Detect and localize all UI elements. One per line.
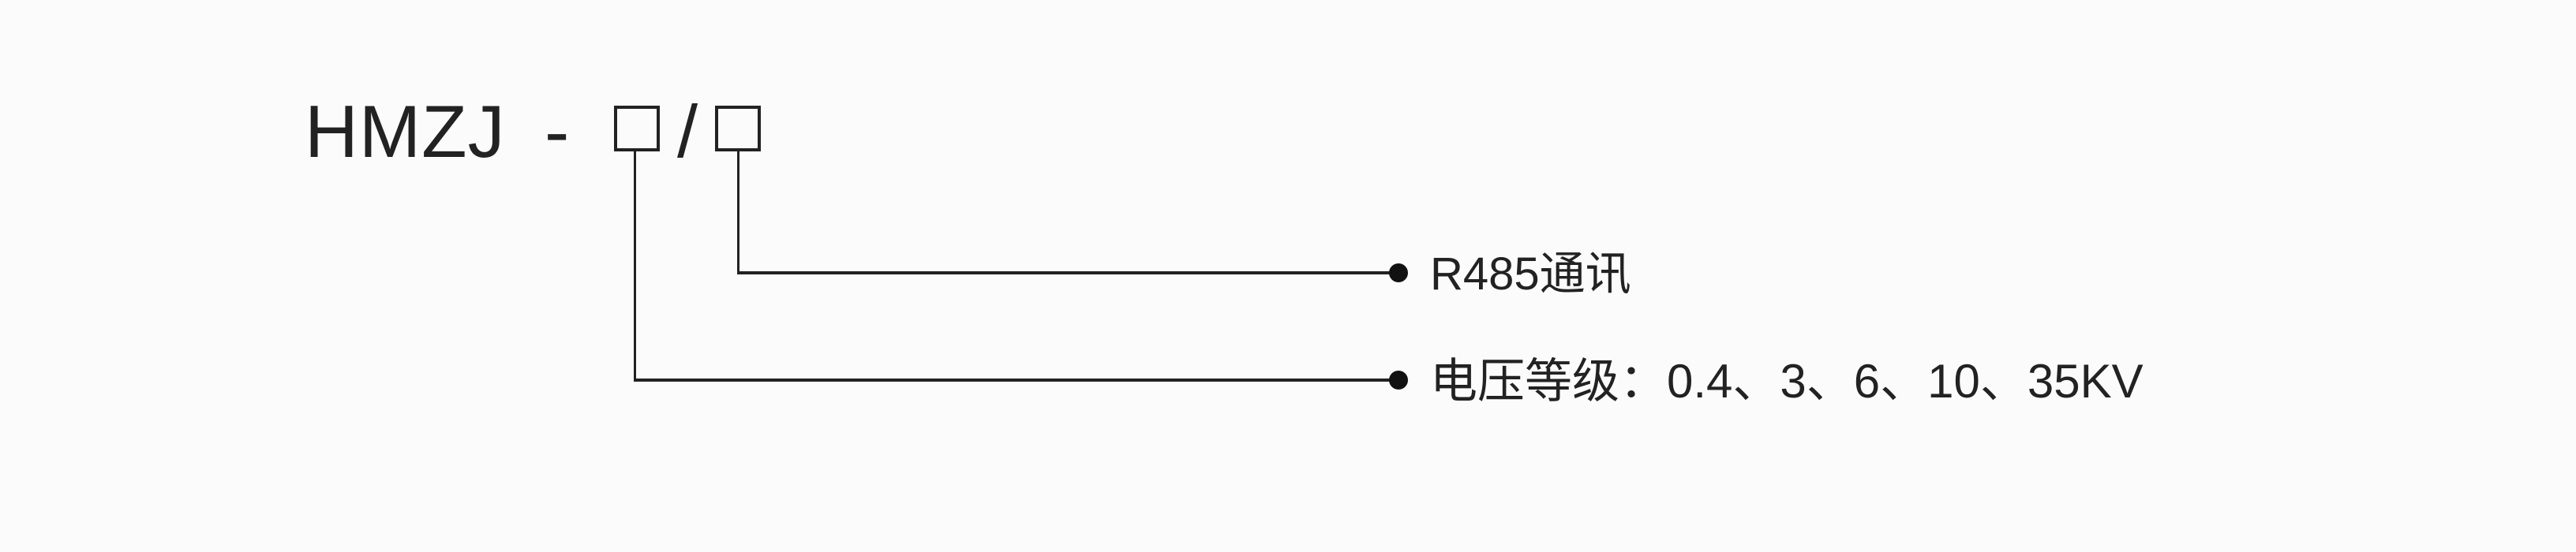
bullet-dot bbox=[1389, 371, 1408, 390]
connector-comm-vertical bbox=[737, 151, 739, 274]
model-prefix: HMZJ bbox=[305, 90, 506, 173]
bullet-dot bbox=[1389, 263, 1408, 282]
model-slash: / bbox=[677, 90, 698, 173]
option-comm-label: R485通讯 bbox=[1430, 248, 1631, 300]
connector-comm-horizontal bbox=[737, 271, 1392, 274]
placeholder-box-comm bbox=[715, 106, 761, 151]
option-voltage-label: 电压等级：0.4、3、6、10、35KV bbox=[1430, 355, 2144, 408]
placeholder-box-voltage bbox=[614, 106, 660, 151]
connector-voltage-vertical bbox=[634, 151, 636, 382]
connector-voltage-horizontal bbox=[634, 379, 1392, 382]
model-dash: - bbox=[545, 90, 570, 173]
